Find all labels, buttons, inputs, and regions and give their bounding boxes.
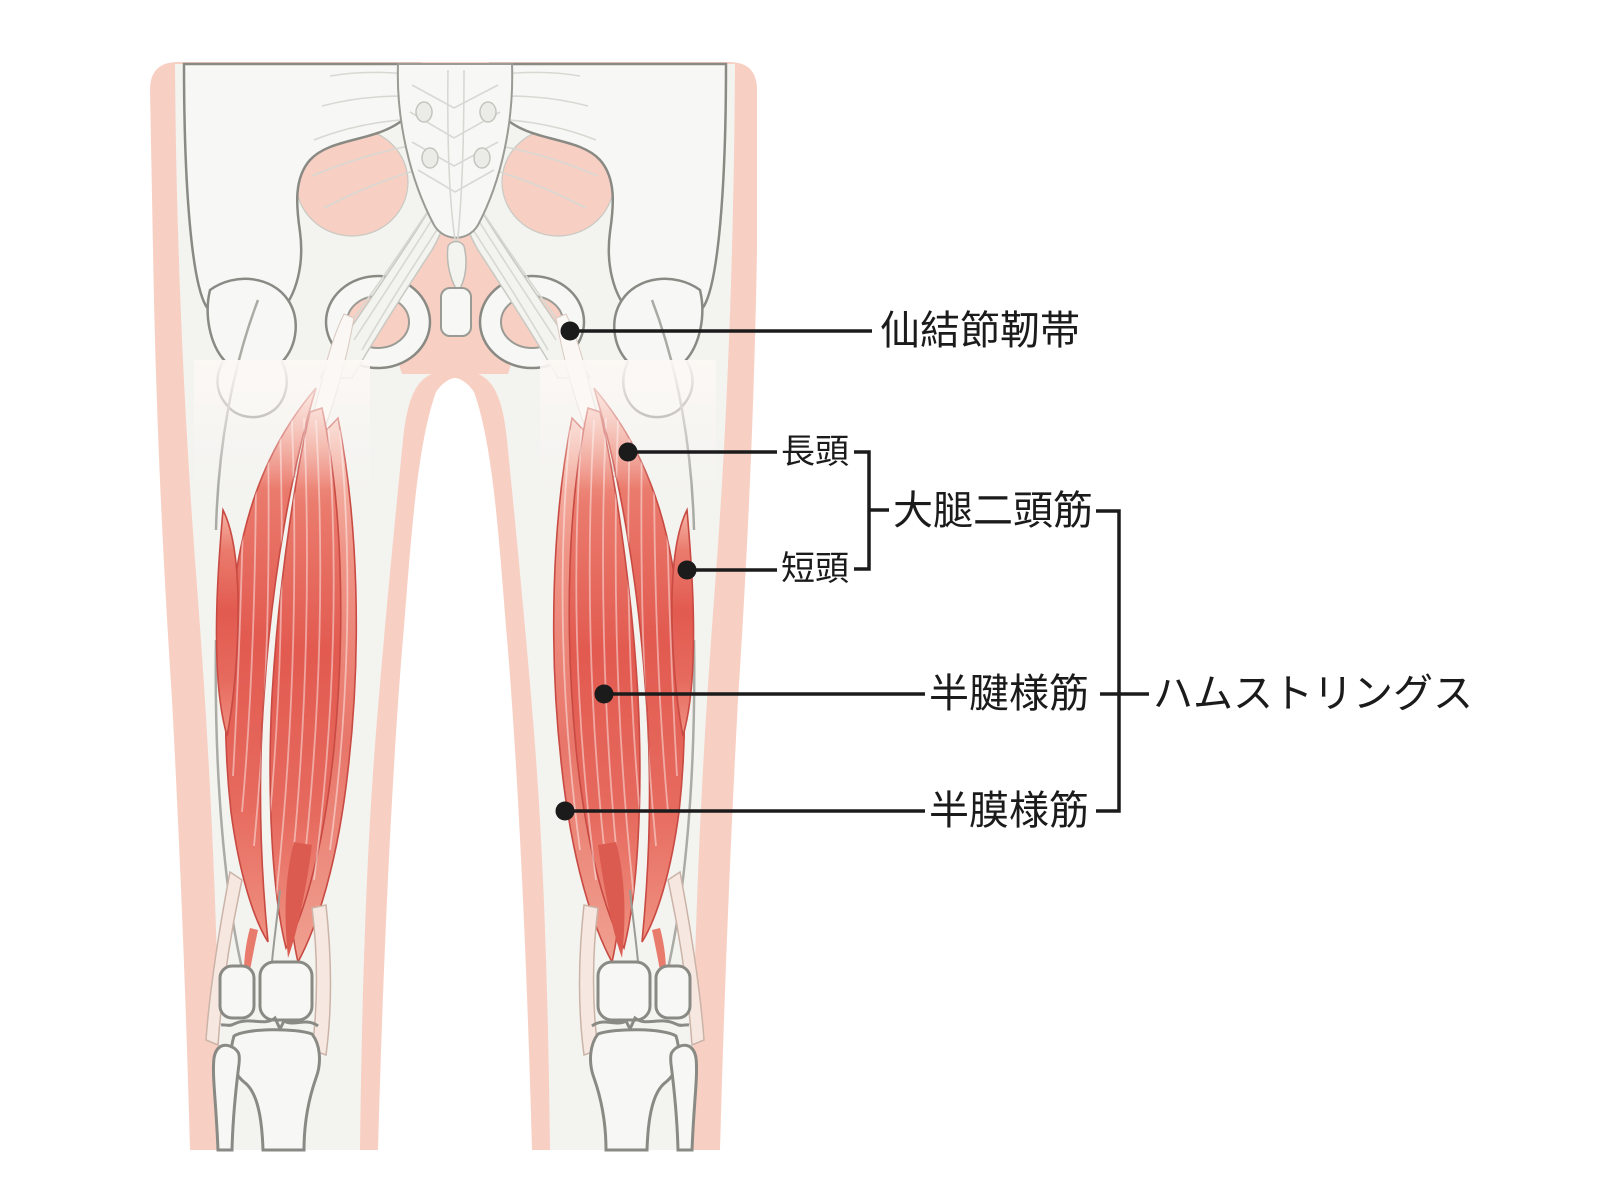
dot-short-head: [677, 560, 697, 580]
label-sacrotuberous-ligament: 仙結節靭帯: [880, 309, 1080, 353]
dot-semitendinosus: [594, 684, 614, 704]
label-long-head: 長頭: [781, 433, 849, 471]
dot-semimembranosus: [555, 801, 575, 821]
label-biceps-femoris: 大腿二頭筋: [893, 489, 1093, 533]
leader-lines: [555, 321, 1149, 821]
dot-sacrotuberous: [560, 321, 580, 341]
label-short-head: 短頭: [781, 550, 849, 588]
bracket-hamstrings: [1096, 509, 1121, 813]
pubic-symphysis: [440, 287, 472, 337]
labels: 仙結節靭帯 長頭 短頭 大腿二頭筋 半腱様筋 半膜様筋 ハムストリングス: [781, 309, 1473, 833]
coccyx-bone: [446, 240, 467, 294]
dot-long-head: [618, 442, 638, 462]
label-hamstrings: ハムストリングス: [1153, 672, 1473, 716]
sacral-foramina: [415, 101, 497, 169]
label-semitendinosus: 半腱様筋: [929, 672, 1089, 716]
label-semimembranosus: 半膜様筋: [929, 789, 1089, 833]
bracket-heads: [854, 450, 871, 571]
